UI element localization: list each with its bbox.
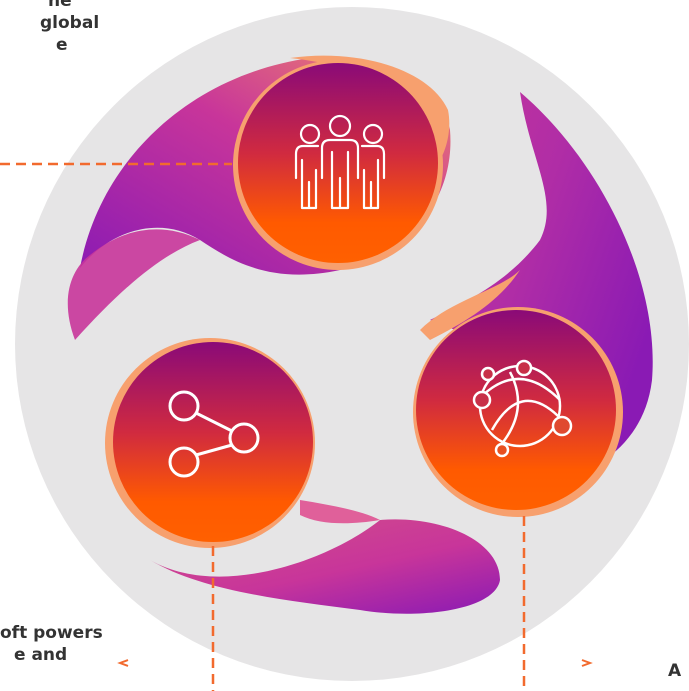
connector-lines xyxy=(0,162,526,691)
ribbon-bottom xyxy=(150,519,500,614)
label-line: oft powers xyxy=(0,623,103,643)
label-line: he xyxy=(48,0,72,11)
ribbon-bottom-edge xyxy=(300,500,380,524)
people-icon xyxy=(294,114,386,210)
label-line: global xyxy=(40,13,100,33)
label-bottom-right: A xyxy=(668,660,681,682)
node-top xyxy=(238,63,438,263)
network-globe-icon xyxy=(472,359,573,458)
ribbon-right-edge xyxy=(420,270,520,340)
label-bottom-left: oft powers e and xyxy=(0,622,103,665)
ribbon-top-edge xyxy=(290,55,450,161)
label-line: e xyxy=(56,35,68,55)
node-right xyxy=(416,310,616,510)
ribbon-top-tail xyxy=(67,229,201,340)
arrow-right xyxy=(581,659,593,667)
label-line: e and xyxy=(14,645,68,665)
connector-arrows xyxy=(117,659,593,667)
share-icon xyxy=(168,390,260,478)
arrow-left xyxy=(117,659,129,667)
label-line: A xyxy=(668,661,682,681)
node-left xyxy=(113,342,313,542)
